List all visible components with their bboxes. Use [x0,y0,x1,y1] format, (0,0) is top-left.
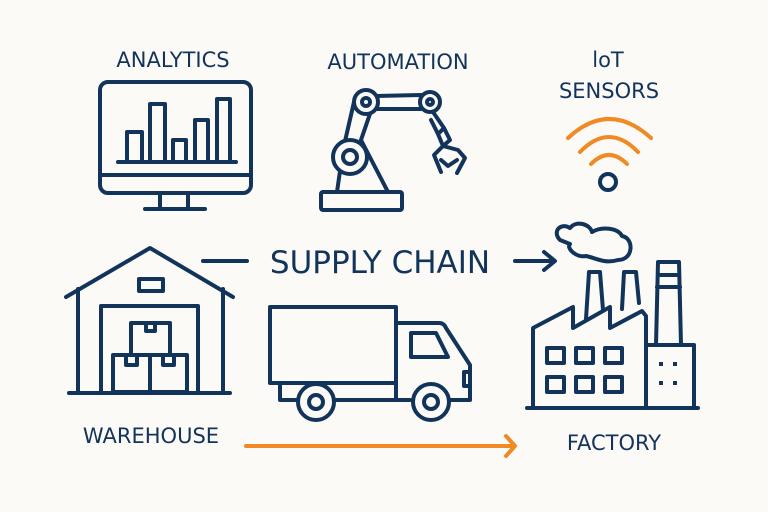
factory-window [545,346,566,365]
iot-label-line2: SENSORS [559,79,659,103]
truck-icon [268,305,472,422]
wifi-sensor-icon [566,117,653,192]
chart-bar [193,118,210,164]
factory-window [574,346,595,365]
robot-arm-icon [319,88,467,212]
iot-label-line1: loT [592,48,624,72]
monitor-chart-icon [98,80,253,211]
chart-bar [171,138,188,164]
factory-window [545,375,566,394]
arrow-right-icon [513,250,557,272]
automation-label: AUTOMATION [327,50,468,74]
factory-window [603,375,624,394]
chart-bar [215,97,232,164]
factory-window [574,375,595,394]
warehouse-label: WAREHOUSE [83,424,219,448]
supply-chain-title: SUPPLY CHAIN [270,245,490,281]
factory-label: FACTORY [567,431,661,455]
flow-arrow-icon [244,434,517,458]
factory-icon [525,221,700,410]
analytics-label: ANALYTICS [116,48,229,72]
factory-window [603,346,624,365]
chart-bar [125,130,144,164]
chart-bar [148,102,167,164]
warehouse-icon [64,246,235,395]
